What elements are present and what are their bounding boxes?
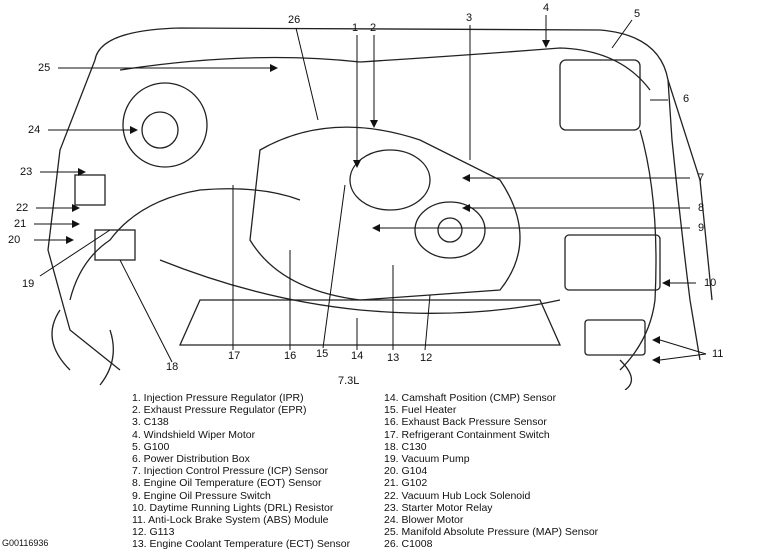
callout-5: 5 — [634, 8, 641, 20]
legend-item: 9. Engine Oil Pressure Switch — [132, 489, 271, 502]
callout-19: 19 — [22, 278, 35, 290]
legend-item: 15. Fuel Heater — [384, 404, 457, 417]
callout-1: 1 — [352, 22, 359, 34]
figure-code: G00116936 — [2, 538, 49, 548]
legend-item: 26. C1008 — [384, 538, 433, 551]
callout-21: 21 — [14, 218, 27, 230]
power-distribution-box — [559, 59, 641, 131]
legend-item: 17. Refrigerant Containment Switch — [384, 428, 550, 441]
abs-module — [584, 319, 646, 356]
fender-right — [667, 79, 713, 301]
lower-harness — [159, 259, 561, 314]
legend-item: 12. G113 — [132, 526, 175, 539]
callout-11: 11 — [712, 348, 724, 360]
legend-item: 21. G102 — [384, 477, 428, 490]
engine-block — [249, 126, 521, 301]
fan-shroud — [349, 149, 431, 211]
callout-3: 3 — [466, 12, 473, 24]
legend-item: 23. Starter Motor Relay — [384, 501, 493, 514]
legend-item: 18. C130 — [384, 440, 427, 453]
legend-item: 10. Daytime Running Lights (DRL) Resisto… — [132, 501, 334, 514]
legend-item: 2. Exhaust Pressure Regulator (EPR) — [132, 404, 307, 417]
legend-item: 8. Engine Oil Temperature (EOT) Sensor — [132, 477, 322, 490]
starter-relay — [74, 174, 106, 206]
callout-25: 25 — [38, 62, 51, 74]
legend-item: 14. Camshaft Position (CMP) Sensor — [384, 392, 557, 404]
fender-left — [47, 59, 121, 371]
legend-item: 13. Engine Coolant Temperature (ECT) Sen… — [132, 538, 351, 551]
callout-9: 9 — [698, 222, 705, 234]
legend-item: 24. Blower Motor — [384, 514, 464, 527]
callout-4: 4 — [543, 2, 550, 14]
callout-2: 2 — [370, 22, 377, 34]
left-harness — [69, 188, 301, 301]
legend-item: 11. Anti-Lock Brake System (ABS) Module — [132, 514, 329, 527]
callout-10: 10 — [704, 277, 717, 289]
callout-7: 7 — [698, 172, 705, 184]
legend-item: 19. Vacuum Pump — [384, 453, 470, 466]
callout-22: 22 — [16, 202, 29, 214]
alternator — [414, 201, 486, 259]
callout-15: 15 — [316, 348, 329, 360]
legend-item: 25. Manifold Absolute Pressure (MAP) Sen… — [384, 526, 599, 539]
callout-13: 13 — [387, 352, 400, 364]
callout-14: 14 — [351, 350, 364, 362]
legend-left: 1. Injection Pressure Regulator (IPR) 2.… — [132, 392, 350, 551]
vacuum-pump — [94, 229, 136, 261]
callout-17: 17 — [228, 350, 241, 362]
legend-item: 20. G104 — [384, 465, 428, 478]
blower-motor-housing — [122, 82, 208, 168]
legend-item: 6. Power Distribution Box — [132, 453, 250, 466]
hood-outline — [94, 27, 701, 361]
callout-8: 8 — [698, 202, 705, 214]
right-harness — [619, 129, 657, 371]
callout-18: 18 — [166, 361, 179, 373]
callout-24: 24 — [28, 124, 41, 136]
legend-item: 22. Vacuum Hub Lock Solenoid — [384, 489, 531, 502]
legend-item: 3. C138 — [132, 416, 169, 429]
engine-label: 7.3L — [338, 375, 360, 387]
top-harness — [119, 47, 651, 91]
radiator — [178, 299, 562, 346]
legend-item: 1. Injection Pressure Regulator (IPR) — [132, 392, 304, 404]
legend-item: 4. Windshield Wiper Motor — [132, 428, 256, 441]
legend-right: 14. Camshaft Position (CMP) Sensor 15. F… — [384, 392, 598, 551]
legend-item: 7. Injection Control Pressure (ICP) Sens… — [132, 465, 329, 478]
legend-item: 5. G100 — [132, 440, 170, 453]
callout-16: 16 — [284, 350, 297, 362]
callout-12: 12 — [420, 352, 433, 364]
legend-item: 16. Exhaust Back Pressure Sensor — [384, 416, 547, 429]
callout-6: 6 — [683, 93, 690, 105]
callout-20: 20 — [8, 234, 21, 246]
battery — [564, 234, 661, 291]
callout-26: 26 — [288, 14, 301, 26]
engine-drawing — [34, 15, 713, 390]
callout-23: 23 — [20, 166, 33, 178]
